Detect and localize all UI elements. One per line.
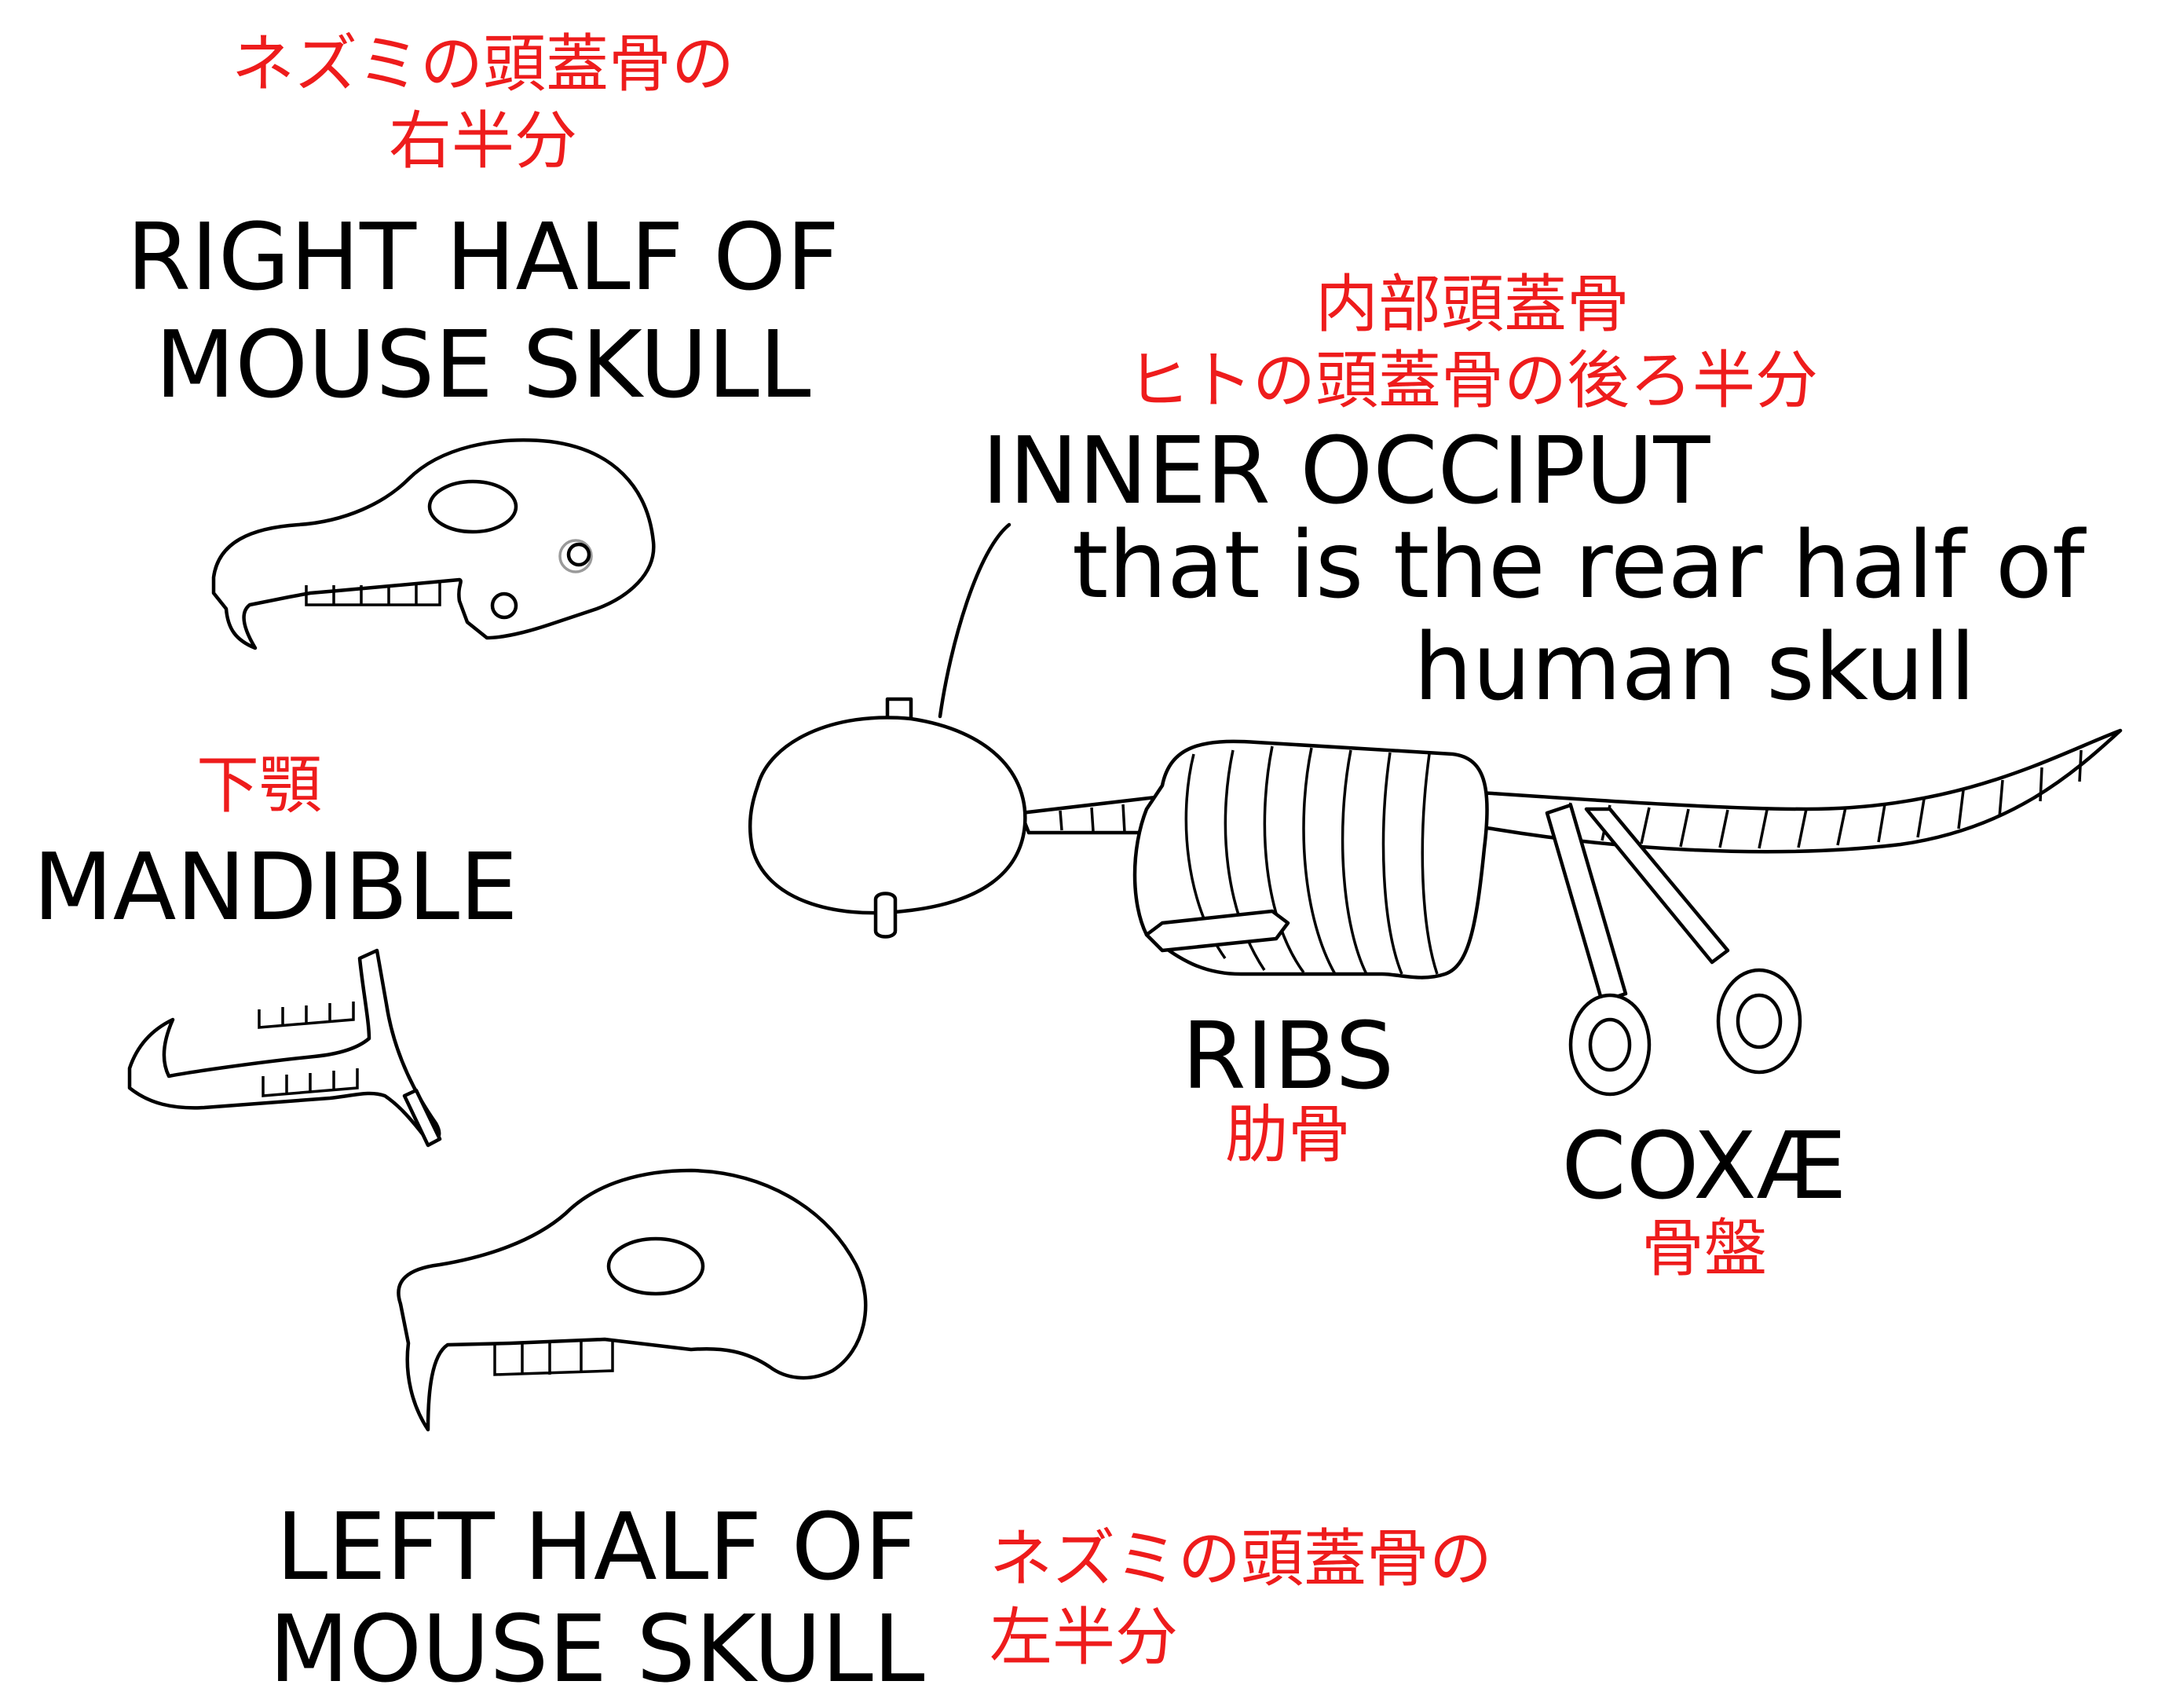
- inner-occiput-en-line2: that is the rear half of: [1072, 511, 2085, 619]
- coxae-en: COXÆ: [1561, 1112, 1847, 1220]
- inner-occiput-en-line3: human skull: [1414, 613, 1976, 721]
- mandible-jp: 下顎: [196, 749, 322, 822]
- skeleton-body-drawing: [748, 522, 2123, 1097]
- right-half-mouse-skull-drawing: [211, 438, 656, 650]
- right-half-skull-en-line2: MOUSE SKULL: [155, 310, 811, 419]
- right-half-skull-jp-line2: 右半分: [389, 104, 577, 178]
- coxae-jp: 骨盤: [1641, 1212, 1767, 1285]
- ribs-en: RIBS: [1181, 1002, 1395, 1110]
- mandible-drawing: [127, 948, 442, 1148]
- inner-occiput-jp-line1: 内部頭蓋骨: [1315, 268, 1630, 341]
- inner-occiput-en-line1: INNER OCCIPUT: [982, 416, 1710, 525]
- left-half-mouse-skull-drawing: [397, 1168, 868, 1432]
- left-half-skull-jp-line1: ネズミの頭蓋骨の: [990, 1522, 1492, 1595]
- right-half-skull-en-line1: RIGHT HALF OF: [126, 203, 840, 311]
- left-half-skull-jp-line2: 左半分: [990, 1601, 1178, 1674]
- inner-occiput-jp-line2: ヒトの頭蓋骨の後ろ半分: [1127, 344, 1818, 417]
- ribs-jp: 肋骨: [1225, 1098, 1351, 1171]
- right-half-skull-jp-line1: ネズミの頭蓋骨の: [232, 27, 734, 101]
- left-half-skull-en-line1: LEFT HALF OF: [276, 1492, 918, 1601]
- left-half-skull-en-line2: MOUSE SKULL: [269, 1595, 925, 1703]
- mandible-en: MANDIBLE: [33, 833, 518, 941]
